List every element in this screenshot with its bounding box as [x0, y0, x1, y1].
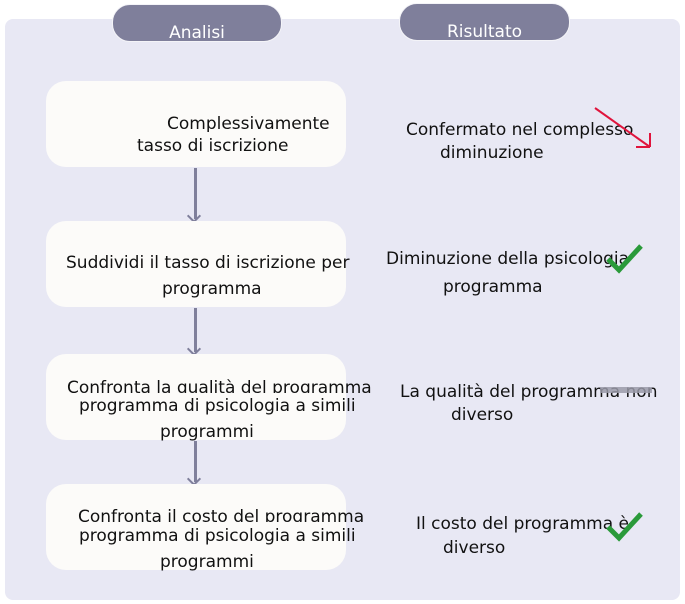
flow-arrow-2	[194, 308, 197, 352]
result-1-line-1: Confermato nel complesso	[406, 120, 634, 140]
step-3-line-3: programmi	[160, 422, 254, 442]
step-1-line-1: Complessivamente	[167, 114, 330, 132]
flow-arrow-1	[194, 168, 197, 219]
step-4-line-1: Confronta il costo del programma	[78, 507, 365, 522]
checkmark-icon	[606, 244, 643, 274]
header-analisi-label: Analisi	[169, 23, 225, 42]
header-analisi: Analisi	[112, 4, 282, 42]
step-box-3	[46, 354, 346, 440]
step-3-line-2: programma di psicologia a simili	[79, 396, 356, 416]
header-risultato-label: Risultato	[446, 22, 523, 41]
step-2-line-2: programma	[162, 279, 262, 299]
result-2-line-2: programma	[443, 277, 543, 297]
step-4-line-2: programma di psicologia a simili	[79, 526, 356, 546]
step-2-line-1: Suddividi il tasso di iscrizione per	[66, 253, 350, 273]
step-3-line-1: Confronta la qualità del programma	[67, 378, 372, 393]
result-2-line-1: Diminuzione della psicologia	[386, 249, 630, 269]
result-3-line-1: La qualità del programma non	[400, 382, 658, 402]
step-1-line-2: tasso di iscrizione	[137, 136, 289, 156]
step-box-1	[46, 81, 346, 167]
flow-arrow-3	[194, 441, 197, 482]
step-box-4	[46, 484, 346, 570]
result-1-line-2: diminuzione	[440, 143, 544, 163]
step-box-2	[46, 221, 346, 307]
checkmark-icon	[606, 512, 643, 542]
header-risultato: Risultato	[399, 3, 570, 41]
dash-icon	[600, 387, 652, 393]
step-4-line-3: programmi	[160, 552, 254, 572]
result-4-line-2: diverso	[443, 538, 506, 558]
result-3-line-2: diverso	[451, 405, 514, 425]
result-4-line-1: Il costo del programma è	[416, 514, 629, 534]
arrow-down-right-icon	[594, 107, 651, 148]
